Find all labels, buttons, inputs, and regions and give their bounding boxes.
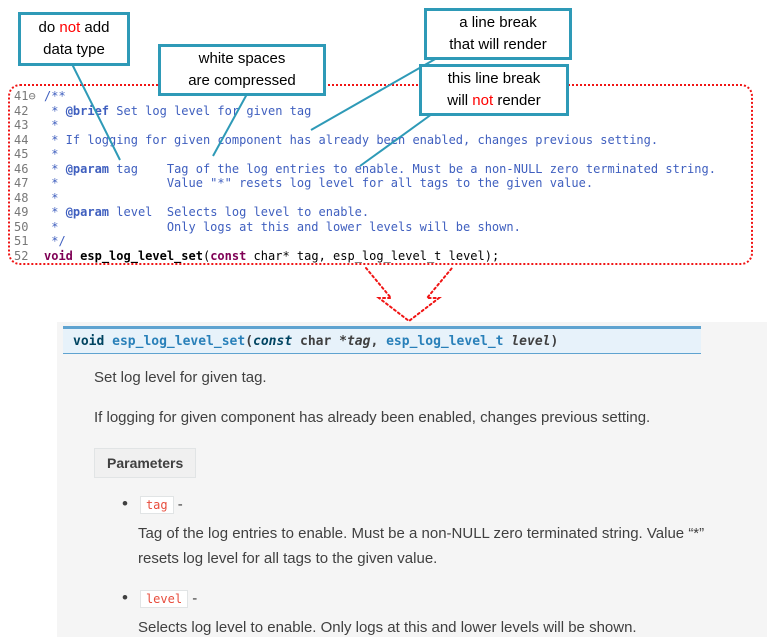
code-text: * [44,147,59,161]
code-text: * [44,118,59,132]
code-text: * Value "*" resets log level for all tag… [44,176,594,190]
code-line: 50 * Only logs at this and lower levels … [14,220,749,235]
line-number: 42 [14,103,29,118]
line-number: 47 [14,176,29,190]
param-head: • tag - [122,492,731,517]
code-line: 41⊖ /** [14,89,749,104]
bullet-icon: • [122,588,128,607]
line-number: 52 [14,248,29,263]
param-name: tag [139,496,174,514]
code-line: 42 * @brief Set log level for given tag [14,104,749,119]
arrow-down-icon [365,267,453,323]
code-text: * If logging for given component has alr… [44,132,659,147]
code-text: * @param tag Tag of the log entries to e… [44,161,716,176]
doc-body: Set log level for given tag. If logging … [63,354,767,637]
callout-text: that will render [449,36,547,53]
brief-paragraph: Set log level for given tag. [94,369,267,386]
code-line: 43 * [14,118,749,133]
line-number: 41⊖ [14,89,36,103]
line-number: 43 [14,118,29,132]
code-text: void esp_log_level_set(const char* tag, … [44,248,500,263]
callout-line-break-not-renders: this line break will not render [419,64,569,116]
line-number: 44 [14,132,29,147]
parameters-label: Parameters [94,448,197,478]
detail-paragraph: If logging for given component has alrea… [94,409,651,426]
line-number: 46 [14,161,29,176]
code-text: * @param level Selects log level to enab… [44,205,370,219]
callout-text: this line break [447,70,541,87]
code-text: /** [44,89,66,103]
line-number: 45 [14,147,29,161]
line-number: 51 [14,234,29,248]
code-line: 51 */ [14,234,749,249]
callout-text: will not render [447,92,541,109]
code-text: * [44,190,59,205]
callout-whitespace-compressed: white spaces are compressed [158,44,326,96]
param-desc: Selects log level to enable. Only logs a… [138,619,637,636]
param-list: • tag - Tag of the log entries to enable. … [94,492,731,637]
code-editor[interactable]: 41⊖/**42 * @brief Set log level for give… [8,84,753,265]
callout-line-break-renders: a line break that will render [424,8,572,60]
code-line: 45 * [14,147,749,162]
code-line: 46 * @param tag Tag of the log entries t… [14,162,749,177]
code-lines: 41⊖/**42 * @brief Set log level for give… [14,89,749,263]
line-number: 48 [14,190,29,205]
callout-text: do not add [38,19,110,36]
callout-text: are compressed [188,72,296,89]
line-number: 49 [14,205,29,219]
param-name: level [139,590,189,608]
code-line: 52 void esp_log_level_set(const char* tag… [14,249,749,264]
code-line: 47 * Value "*" resets log level for all … [14,176,749,191]
param-item: • level - Selects log level to enable. Onl… [122,586,731,637]
code-line: 44 * If logging for given component has … [14,133,749,148]
callout-text: a line break [459,14,537,31]
code-text: * Only logs at this and lower levels wil… [44,219,521,234]
param-dash: - [173,496,183,513]
function-signature[interactable]: void esp_log_level_set(const char *tag, … [63,326,701,354]
callout-no-data-type: do not add data type [18,12,130,66]
code-text: * @brief Set log level for given tag [44,103,312,118]
param-head: • level - [122,586,731,611]
param-dash: - [188,590,198,607]
callout-text: white spaces [198,50,286,67]
rendered-docs-panel: void esp_log_level_set(const char *tag, … [57,322,767,637]
callout-text: data type [43,41,105,58]
code-line: 48 * [14,191,749,206]
param-desc: Tag of the log entries to enable. Must b… [138,525,705,567]
line-number: 50 [14,219,29,234]
code-line: 49 * @param level Selects log level to e… [14,205,749,220]
code-text: */ [44,234,66,248]
bullet-icon: • [122,494,128,513]
param-item: • tag - Tag of the log entries to enable. … [122,492,731,571]
